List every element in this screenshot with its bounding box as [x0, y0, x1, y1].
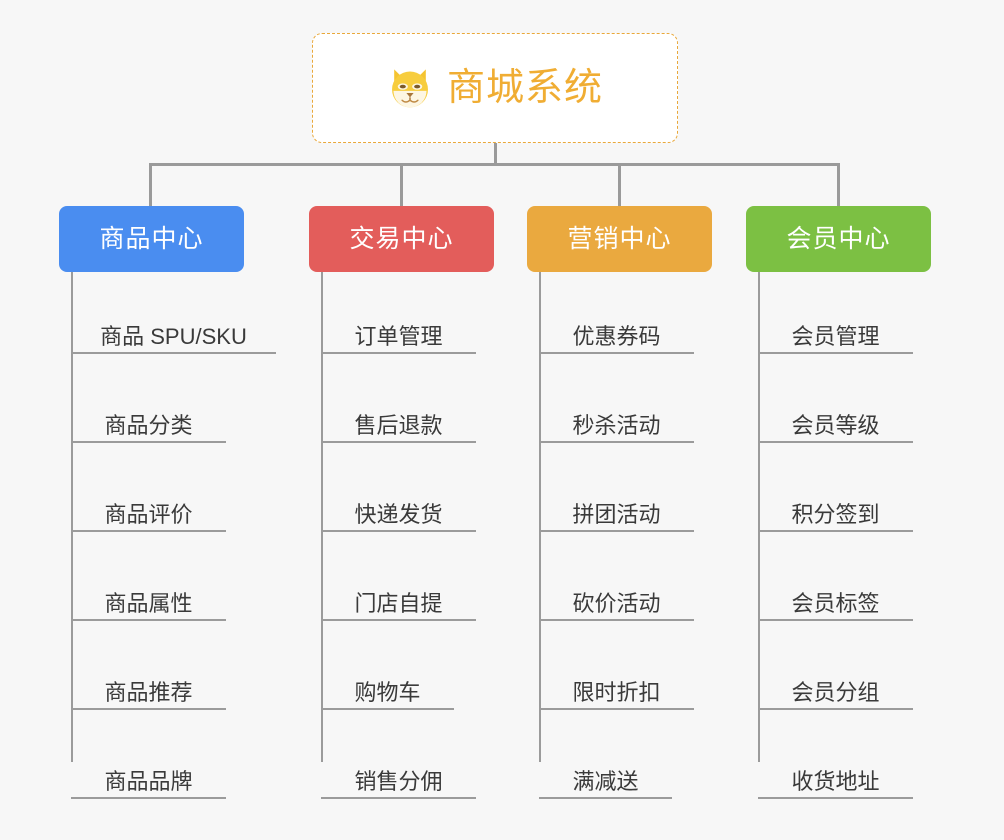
leaf-item[interactable]: 快递发货	[321, 443, 476, 532]
category-trunk-3	[539, 272, 541, 762]
leaf-label: 砍价活动	[572, 590, 661, 616]
category-trunk-2	[321, 272, 323, 762]
leaf-label: 积分签到	[791, 501, 880, 527]
leaf-item[interactable]: 会员分组	[758, 621, 913, 710]
leaf-label: 商品属性	[104, 590, 193, 616]
category-header-4[interactable]: 会员中心	[746, 206, 931, 272]
leaf-label: 订单管理	[354, 323, 443, 349]
connector-drop-2	[400, 163, 403, 208]
leaf-item[interactable]: 门店自提	[321, 532, 476, 621]
leaf-label: 会员标签	[791, 590, 880, 616]
leaf-label: 优惠券码	[572, 323, 661, 349]
category-label-3: 营销中心	[567, 224, 672, 253]
root-title: 商城系统	[446, 67, 603, 109]
category-label-4: 会员中心	[786, 224, 891, 253]
leaf-item[interactable]: 收货地址	[758, 710, 913, 799]
leaf-label: 门店自提	[354, 590, 443, 616]
category-trunk-4	[758, 272, 760, 762]
leaf-item[interactable]: 会员等级	[758, 354, 913, 443]
leaf-label: 商品分类	[104, 412, 193, 438]
leaf-item[interactable]: 商品品牌	[71, 710, 226, 799]
leaf-label: 秒杀活动	[572, 412, 661, 438]
leaf-label: 快递发货	[354, 501, 443, 527]
leaf-label: 商品评价	[104, 501, 193, 527]
leaf-label: 商品推荐	[104, 679, 193, 705]
category-label-1: 商品中心	[99, 224, 204, 253]
leaf-item[interactable]: 商品分类	[71, 354, 226, 443]
root-node[interactable]: 商城系统	[312, 33, 678, 143]
leaf-label: 购物车	[354, 679, 421, 705]
leaf-label: 会员管理	[791, 323, 880, 349]
leaf-label: 收货地址	[791, 768, 880, 794]
connector-drop-1	[149, 163, 152, 208]
leaf-item[interactable]: 会员管理	[758, 272, 913, 354]
category-header-1[interactable]: 商品中心	[59, 206, 244, 272]
leaf-item[interactable]: 积分签到	[758, 443, 913, 532]
leaf-item[interactable]: 优惠券码	[539, 272, 694, 354]
leaf-item[interactable]: 订单管理	[321, 272, 476, 354]
leaf-label: 满减送	[572, 768, 639, 794]
connector-bus	[149, 163, 840, 166]
leaf-item[interactable]: 拼团活动	[539, 443, 694, 532]
leaf-label: 拼团活动	[572, 501, 661, 527]
leaf-item[interactable]: 商品评价	[71, 443, 226, 532]
category-label-2: 交易中心	[349, 224, 454, 253]
leaf-item[interactable]: 商品推荐	[71, 621, 226, 710]
leaf-item[interactable]: 满减送	[539, 710, 672, 799]
connector-root-stem	[494, 143, 497, 165]
category-header-2[interactable]: 交易中心	[309, 206, 494, 272]
leaf-label: 商品 SPU/SKU	[100, 323, 247, 349]
leaf-item[interactable]: 砍价活动	[539, 532, 694, 621]
shiba-dog-face-icon	[392, 69, 428, 108]
connector-drop-3	[618, 163, 621, 208]
leaf-label: 会员等级	[791, 412, 880, 438]
category-header-3[interactable]: 营销中心	[527, 206, 712, 272]
leaf-item[interactable]: 购物车	[321, 621, 454, 710]
leaf-label: 限时折扣	[572, 679, 661, 705]
leaf-item[interactable]: 会员标签	[758, 532, 913, 621]
leaf-label: 售后退款	[354, 412, 443, 438]
leaf-item[interactable]: 销售分佣	[321, 710, 476, 799]
leaf-item[interactable]: 商品 SPU/SKU	[71, 272, 276, 354]
leaf-item[interactable]: 秒杀活动	[539, 354, 694, 443]
leaf-label: 销售分佣	[354, 768, 443, 794]
category-trunk-1	[71, 272, 73, 762]
leaf-item[interactable]: 售后退款	[321, 354, 476, 443]
leaf-label: 会员分组	[791, 679, 880, 705]
leaf-label: 商品品牌	[104, 768, 193, 794]
leaf-item[interactable]: 限时折扣	[539, 621, 694, 710]
leaf-item[interactable]: 商品属性	[71, 532, 226, 621]
connector-drop-4	[837, 163, 840, 208]
